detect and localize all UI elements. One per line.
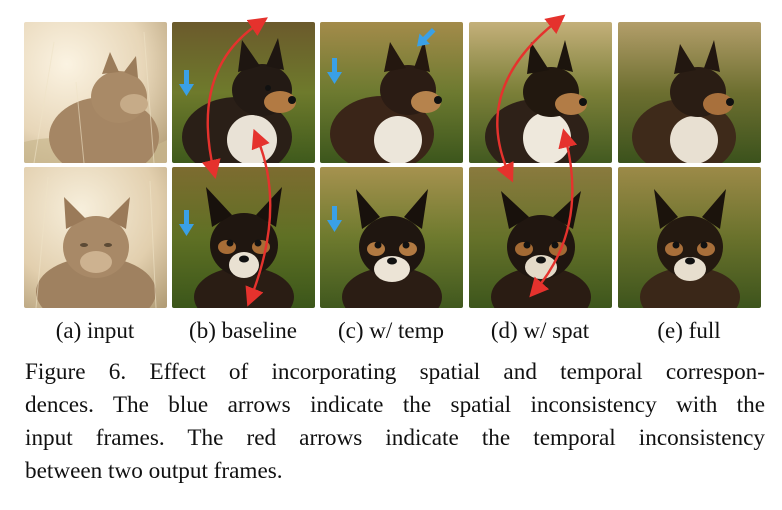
caption-line-1: Figure 6. Effect of incorporating spatia… (25, 359, 765, 385)
dog-image-icon (469, 167, 612, 308)
wtemp-frame-1 (320, 22, 463, 163)
caption-line-4: between two output frames. (25, 458, 283, 484)
dog-image-icon (172, 22, 315, 163)
wtemp-frame-2 (320, 167, 463, 308)
caption-line-3: input frames. The red arrows indicate th… (25, 425, 765, 451)
wspat-frame-2 (469, 167, 612, 308)
dog-image-icon (618, 167, 761, 308)
column-label-wspat: (d) w/ spat (490, 318, 590, 343)
baseline-frame-2 (172, 167, 315, 308)
wspat-frame-1 (469, 22, 612, 163)
caption-line-2: dences. The blue arrows indicate the spa… (25, 392, 765, 418)
column-label-wtemp: (c) w/ temp (337, 318, 444, 343)
input-frame-1 (24, 22, 167, 163)
full-frame-2 (618, 167, 761, 308)
baseline-frame-1 (172, 22, 315, 163)
full-frame-1 (618, 22, 761, 163)
dog-image-icon (172, 167, 315, 308)
input-frame-2 (24, 167, 167, 308)
cat-image-icon (24, 167, 167, 308)
dog-image-icon (469, 22, 612, 163)
column-label-full: (e) full (657, 318, 721, 343)
column-label-input: (a) input (55, 318, 135, 343)
figure-caption: Figure 6. Effect of incorporating spatia… (25, 356, 765, 488)
cat-image-icon (24, 22, 167, 163)
dog-image-icon (320, 167, 463, 308)
column-label-baseline: (b) baseline (189, 318, 297, 343)
dog-image-icon (618, 22, 761, 163)
dog-image-icon (320, 22, 463, 163)
